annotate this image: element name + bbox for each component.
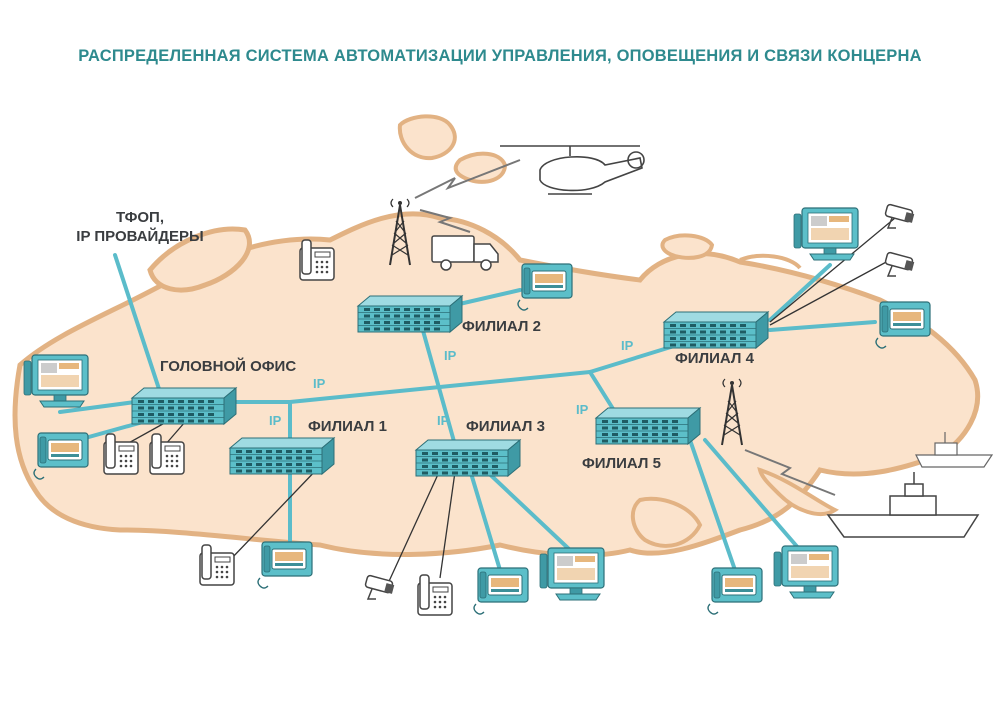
node-label-branch5: ФИЛИАЛ 5 xyxy=(582,455,661,472)
ip-label-branch1: IP xyxy=(269,413,282,428)
branch5-phone-icon xyxy=(707,567,763,615)
node-label-branch2: ФИЛИАЛ 2 xyxy=(462,318,541,335)
map-island-north-2 xyxy=(453,151,508,184)
branch3-analog-phone-icon xyxy=(417,574,453,616)
pstn-label-line2: IP ПРОВАЙДЕРЫ xyxy=(76,228,204,245)
thin-links xyxy=(124,217,896,591)
pstn-label: ТФОП, IP ПРОВАЙДЕРЫ xyxy=(0,208,280,246)
link-branch2-3 xyxy=(418,318,457,447)
ship-large-icon xyxy=(826,472,980,538)
link-b4-phone xyxy=(768,320,877,332)
head-office-server xyxy=(131,387,237,425)
branch5-computer xyxy=(773,545,839,599)
map-island-north xyxy=(397,114,457,161)
node-label-branch4: ФИЛИАЛ 4 xyxy=(675,350,754,367)
ip-label-branch2: IP xyxy=(444,348,457,363)
link-b5-pc xyxy=(703,438,802,552)
node-label-head-office: ГОЛОВНОЙ ОФИС xyxy=(160,358,297,375)
branch4-camera-icon xyxy=(884,203,916,229)
ip-label-branch5: IP xyxy=(576,402,589,417)
branch4-computer xyxy=(793,207,859,261)
branch2-server xyxy=(357,295,463,333)
link-b3-pc xyxy=(478,463,572,552)
map-sakhalin-area xyxy=(630,496,703,548)
diagram-title: РАСПРЕДЕЛЕННАЯ СИСТЕМА АВТОМАТИЗАЦИИ УПР… xyxy=(78,47,922,65)
link-b3-phone xyxy=(468,468,502,572)
map-island-east xyxy=(660,233,715,260)
pstn-label-line1: ТФОП, xyxy=(115,209,164,226)
branch4-camera-2-icon xyxy=(884,251,916,277)
russia-map xyxy=(12,114,981,558)
link-b4-pc xyxy=(768,263,832,322)
link-pstn xyxy=(113,253,162,394)
branch1-server xyxy=(229,437,335,475)
branch5-server xyxy=(595,407,701,445)
map-coast-east xyxy=(739,253,802,270)
link-branch5 xyxy=(588,370,617,414)
wireless-links xyxy=(414,159,836,496)
truck-icon xyxy=(431,235,499,271)
branch1-analog-phone-icon xyxy=(199,544,235,586)
link-head-pc xyxy=(58,400,137,414)
branch3-phone-icon xyxy=(473,567,529,615)
map-peninsula xyxy=(147,226,252,293)
branch1-phone-icon xyxy=(257,541,313,589)
ip-label-branch3: IP xyxy=(437,413,450,428)
node-label-branch3: ФИЛИАЛ 3 xyxy=(466,418,545,435)
branch4-server xyxy=(663,311,769,349)
helicopter-icon xyxy=(500,145,645,195)
ip-label-branch4: IP xyxy=(621,338,634,353)
branch3-server xyxy=(415,439,521,477)
link-b2-phone xyxy=(453,288,522,307)
link-b5-phone xyxy=(688,438,737,572)
ip-label-head-backbone: IP xyxy=(313,376,326,391)
branch3-computer xyxy=(539,547,605,601)
node-label-branch1: ФИЛИАЛ 1 xyxy=(308,418,387,435)
ship-small-icon xyxy=(915,432,994,468)
map-kamchatka xyxy=(757,466,839,516)
